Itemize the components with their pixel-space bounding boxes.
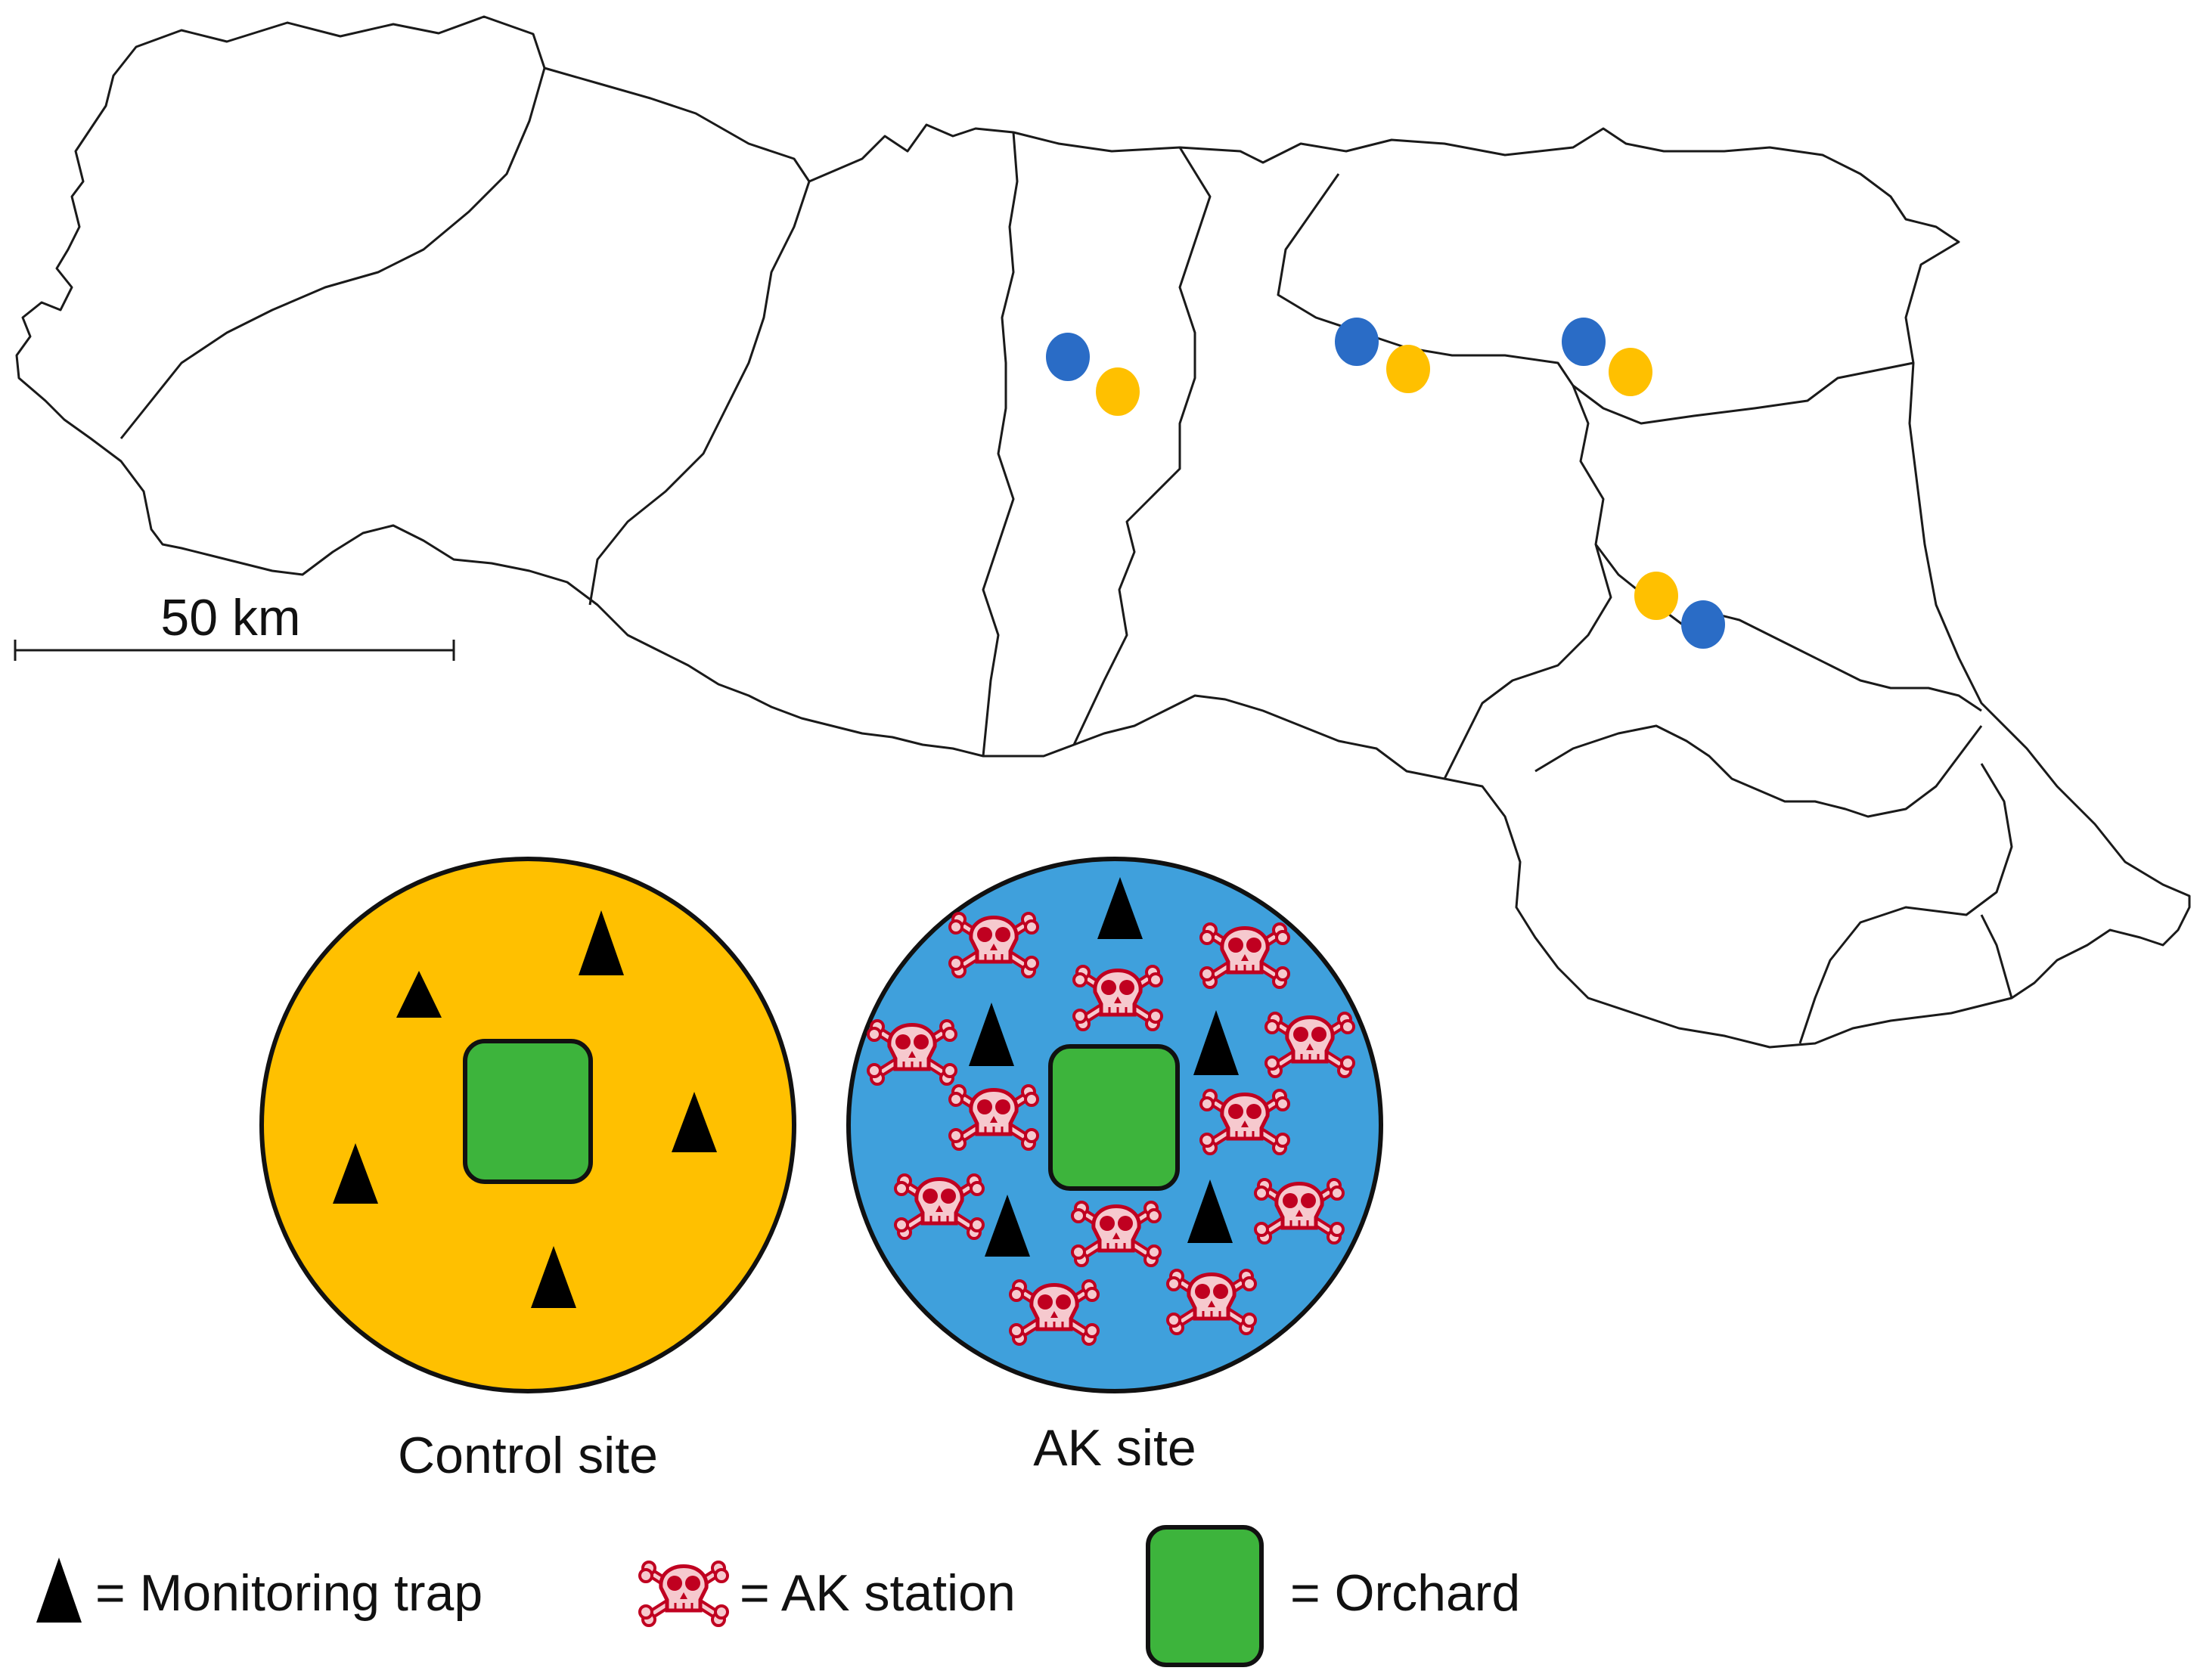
region-map: [15, 15, 2191, 1049]
ak-site-marker: [1562, 318, 1606, 366]
legend-trap-label: = Monitoring trap: [95, 1564, 483, 1622]
site-markers: [1046, 318, 1725, 649]
ak-site-marker: [1046, 333, 1090, 381]
border-rimini-south: [1980, 914, 2013, 999]
border-bologna-ferrara: [1572, 361, 1914, 425]
legend-trap-icon: [36, 1558, 82, 1623]
border-forli-rimini: [1798, 763, 2013, 1044]
ak-site-diagram: AK site: [846, 857, 1383, 1477]
control-site-diagram: Control site: [259, 857, 796, 1484]
monitoring-trap: [672, 1092, 717, 1152]
scale-bar: 50 km: [14, 589, 455, 661]
monitoring-trap: [969, 1003, 1014, 1066]
legend-orchard-icon: [1146, 1525, 1264, 1667]
legend-station-label: = AK station: [740, 1564, 1016, 1622]
legend: = Monitoring trap = AK station = Orchard: [36, 1525, 1520, 1667]
scale-bar-label: 50 km: [160, 589, 300, 646]
control-site-marker: [1386, 345, 1430, 393]
monitoring-trap: [531, 1246, 576, 1308]
orchard-square: [1048, 1044, 1180, 1191]
control-site-label: Control site: [398, 1427, 658, 1484]
border-reggio-modena: [982, 132, 1019, 757]
border-modena-ferrara: [1277, 173, 1612, 780]
monitoring-trap: [1097, 877, 1143, 939]
marker-pair-3: [1562, 318, 1652, 396]
control-site-marker: [1096, 367, 1140, 416]
monitoring-trap: [985, 1195, 1030, 1257]
legend-orchard-label: = Orchard: [1290, 1564, 1520, 1622]
ak-site-marker: [1681, 600, 1725, 649]
legend-station-icon: [640, 1562, 728, 1626]
border-parma-reggio: [588, 181, 811, 606]
monitoring-trap: [1193, 1010, 1239, 1075]
monitoring-trap: [333, 1143, 378, 1204]
marker-pair-2: [1335, 318, 1430, 393]
monitoring-trap: [396, 971, 442, 1018]
monitoring-trap: [1187, 1179, 1233, 1243]
orchard-square: [463, 1039, 593, 1184]
marker-pair-1: [1046, 333, 1140, 416]
control-site-marker: [1609, 348, 1652, 396]
border-piacenza-parma: [119, 67, 546, 439]
marker-pair-4: [1634, 572, 1725, 649]
ak-site-marker: [1335, 318, 1379, 366]
control-site-marker: [1634, 572, 1678, 620]
border-modena-bologna: [1072, 147, 1212, 745]
ak-site-label: AK site: [1033, 1419, 1196, 1477]
monitoring-trap: [579, 910, 624, 975]
border-ravenna-forli: [1534, 724, 1983, 818]
